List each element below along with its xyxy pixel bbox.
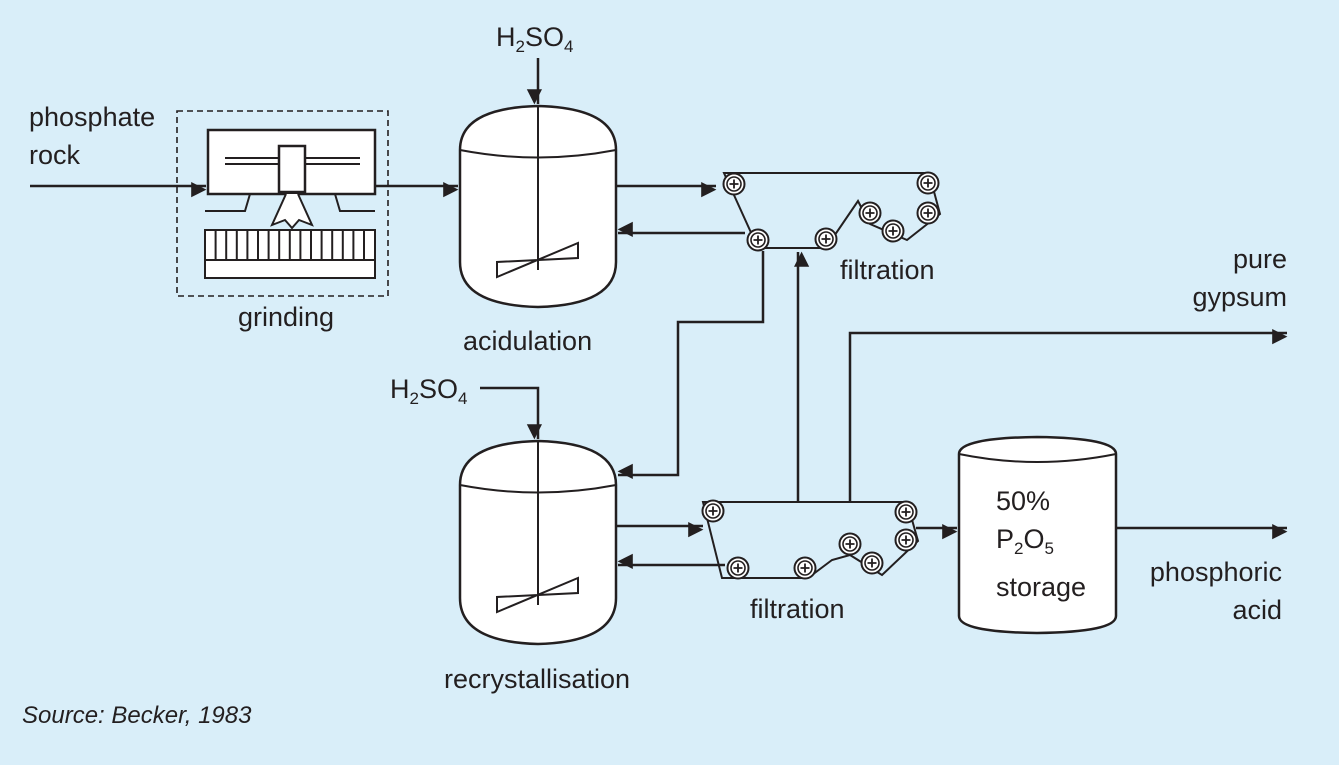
flow-lines <box>30 58 1288 569</box>
recrystallisation-label: recrystallisation <box>444 664 631 694</box>
storage-tank-label: 50% P2O5 storage <box>996 486 1087 602</box>
acidulation-tank <box>458 104 618 309</box>
grinding-mill <box>176 110 389 297</box>
filtration-top-label: filtration <box>840 255 935 285</box>
phosphoric-acid-label: phosphoric acid <box>1149 557 1282 625</box>
h2so4-top-label: H2SO4 <box>496 22 574 56</box>
filtration-belt-bottom <box>701 499 920 580</box>
source-citation: Source: Becker, 1983 <box>22 702 252 729</box>
acidulation-label: acidulation <box>463 326 593 356</box>
h2so4-bottom-label: H2SO4 <box>390 374 468 408</box>
recrystallisation-tank <box>458 439 618 646</box>
pure-gypsum-label: pure gypsum <box>1192 244 1287 312</box>
filtration-bottom-label: filtration <box>750 594 845 624</box>
phosphate-rock-label: phosphate rock <box>29 102 156 170</box>
p2o5-storage-tank <box>957 435 1118 635</box>
filtration-belt-top <box>722 171 942 252</box>
grinding-label: grinding <box>238 302 335 332</box>
